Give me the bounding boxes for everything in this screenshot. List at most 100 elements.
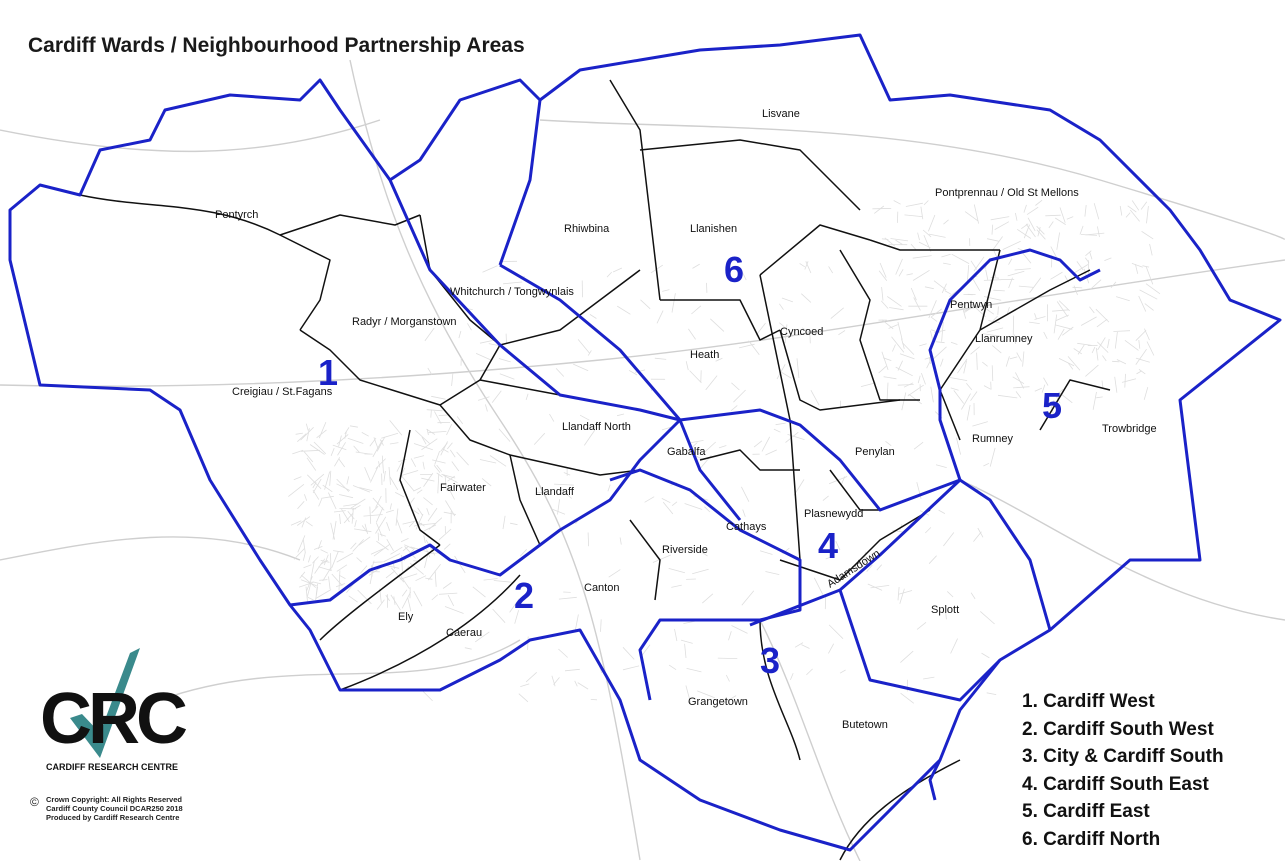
street-line bbox=[295, 432, 303, 435]
street-line bbox=[921, 372, 926, 385]
street-line bbox=[381, 432, 399, 439]
street-line bbox=[341, 508, 350, 523]
street-line bbox=[1077, 342, 1092, 346]
street-line bbox=[436, 472, 443, 478]
area-number-2[interactable]: 2 bbox=[514, 575, 534, 616]
street-line bbox=[336, 434, 349, 445]
ward-label[interactable]: Ely bbox=[398, 611, 414, 623]
street-line bbox=[930, 316, 938, 322]
street-line bbox=[375, 522, 383, 537]
street-line bbox=[944, 290, 952, 295]
street-line bbox=[343, 503, 359, 507]
ward-label[interactable]: Cathays bbox=[726, 521, 767, 533]
street-line bbox=[1072, 286, 1083, 289]
ward-label[interactable]: Pentyrch bbox=[215, 209, 258, 221]
street-line bbox=[436, 464, 443, 472]
street-line bbox=[1114, 331, 1118, 349]
street-line bbox=[1101, 380, 1104, 389]
street-line bbox=[415, 513, 424, 530]
street-line bbox=[905, 202, 923, 207]
ward-label[interactable]: Llanrumney bbox=[975, 333, 1033, 345]
street-line bbox=[1149, 243, 1153, 256]
street-line bbox=[359, 487, 373, 491]
street-line bbox=[328, 492, 337, 510]
ward-label[interactable]: Pentwyn bbox=[950, 299, 992, 311]
ward-label[interactable]: Penylan bbox=[855, 446, 895, 458]
ward-label[interactable]: Gabalfa bbox=[667, 446, 706, 458]
street-line bbox=[417, 507, 424, 516]
ward-label[interactable]: Llandaff North bbox=[562, 421, 631, 433]
street-line bbox=[806, 668, 813, 676]
area-number-6[interactable]: 6 bbox=[724, 249, 744, 290]
ward-label[interactable]: Llanishen bbox=[690, 223, 737, 235]
street-line bbox=[389, 476, 399, 491]
street-line bbox=[972, 421, 988, 427]
street-line bbox=[426, 428, 436, 435]
ward-label[interactable]: Lisvane bbox=[762, 108, 800, 120]
street-line bbox=[1115, 296, 1130, 302]
ward-label[interactable]: Pontprennau / Old St Mellons bbox=[935, 187, 1079, 199]
map-title: Cardiff Wards / Neighbourhood Partnershi… bbox=[28, 34, 525, 57]
street-line bbox=[437, 473, 440, 494]
street-line bbox=[422, 461, 425, 470]
area-number-1[interactable]: 1 bbox=[318, 352, 338, 393]
area-number-4[interactable]: 4 bbox=[818, 525, 838, 566]
street-line bbox=[456, 416, 464, 425]
street-line bbox=[957, 358, 968, 374]
street-line bbox=[309, 444, 325, 455]
ward-label[interactable]: Fairwater bbox=[440, 482, 486, 494]
street-line bbox=[870, 585, 890, 589]
street-line bbox=[919, 343, 927, 347]
ward-label[interactable]: Radyr / Morganstown bbox=[352, 316, 457, 328]
street-line bbox=[1096, 396, 1103, 399]
street-line bbox=[446, 424, 453, 436]
ward-label[interactable]: Butetown bbox=[842, 719, 888, 731]
ward-label[interactable]: Rhiwbina bbox=[564, 223, 610, 235]
street-line bbox=[413, 590, 423, 607]
street-line bbox=[489, 455, 507, 467]
area-number-5[interactable]: 5 bbox=[1042, 385, 1062, 426]
ward-label[interactable]: Whitchurch / Tongwynlais bbox=[450, 286, 574, 298]
street-line bbox=[938, 509, 946, 514]
street-line bbox=[992, 345, 1002, 354]
street-line bbox=[799, 263, 806, 268]
street-line bbox=[482, 265, 498, 273]
ward-label[interactable]: Heath bbox=[690, 349, 719, 361]
ward-label[interactable]: Riverside bbox=[662, 544, 708, 556]
street-line bbox=[898, 269, 904, 277]
street-line bbox=[941, 283, 947, 294]
ward-label[interactable]: Splott bbox=[931, 604, 959, 616]
street-line bbox=[956, 437, 961, 455]
street-line bbox=[407, 598, 412, 612]
street-line bbox=[301, 517, 307, 528]
street-line bbox=[307, 474, 322, 490]
street-line bbox=[731, 625, 748, 634]
ward-label[interactable]: Plasnewydd bbox=[804, 508, 863, 520]
street-line bbox=[943, 532, 955, 547]
ward-label[interactable]: Creigiau / St.Fagans bbox=[232, 386, 333, 398]
ward-label[interactable]: Cyncoed bbox=[780, 326, 823, 338]
ward-label[interactable]: Grangetown bbox=[688, 696, 748, 708]
street-line bbox=[352, 504, 361, 511]
street-line bbox=[828, 266, 834, 274]
street-line bbox=[715, 357, 723, 362]
ward-label[interactable]: Caerau bbox=[446, 627, 482, 639]
street-line bbox=[346, 476, 350, 485]
street-line bbox=[697, 690, 715, 699]
street-line bbox=[1124, 373, 1126, 388]
ward-label[interactable]: Llandaff bbox=[535, 486, 575, 498]
street-line bbox=[1138, 368, 1146, 375]
street-line bbox=[607, 484, 611, 492]
street-line bbox=[426, 508, 430, 516]
street-line bbox=[654, 357, 667, 360]
ward-label[interactable]: Canton bbox=[584, 582, 619, 594]
legend-item: 2. Cardiff South West bbox=[1022, 718, 1214, 740]
street-line bbox=[375, 458, 386, 469]
street-line bbox=[950, 377, 968, 381]
street-line bbox=[310, 473, 325, 486]
ward-label[interactable]: Rumney bbox=[972, 433, 1013, 445]
area-number-3[interactable]: 3 bbox=[760, 640, 780, 681]
ward-label[interactable]: Trowbridge bbox=[1102, 423, 1157, 435]
